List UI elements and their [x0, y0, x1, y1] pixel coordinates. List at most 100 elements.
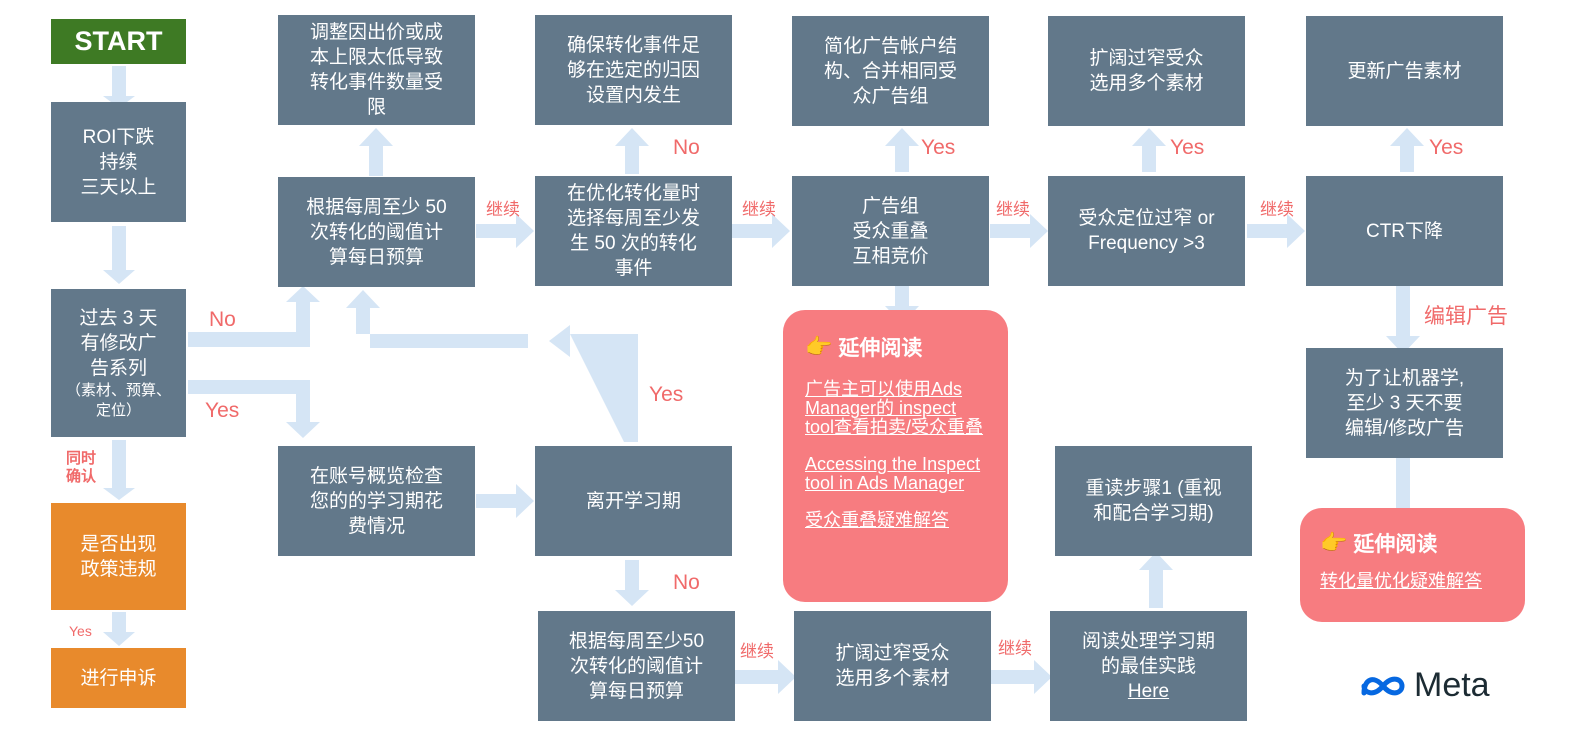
- edit-ad-label: 编辑广告: [1424, 305, 1508, 328]
- arrow-learning-to-exit: [476, 484, 534, 518]
- update-creative-node: 更新广告素材: [1306, 16, 1503, 126]
- confirm-label: 同时 确认: [66, 450, 97, 485]
- continue-label-6: 继续: [998, 639, 1032, 658]
- arrow-exit-to-budget-bottom: [615, 560, 649, 606]
- simplify-text: 简化广告帐户结 构、合并相同受 众广告组: [823, 35, 957, 107]
- callout-heading: 👉 延伸阅读: [805, 332, 986, 362]
- broaden-top-text: 扩阔过窄受众 选用多个素材: [1089, 48, 1204, 94]
- ctr-drop-node: CTR下降: [1306, 176, 1503, 286]
- roi-drop-text: ROI下跌 持续 三天以上: [80, 126, 157, 198]
- broaden-bottom-node: 扩阔过窄受众 选用多个素材: [794, 611, 991, 721]
- continue-label-2: 继续: [742, 200, 776, 219]
- policy-node: 是否出现 政策违规: [51, 503, 186, 610]
- audience-overlap-troubleshoot-link[interactable]: 受众重叠疑难解答: [805, 510, 949, 530]
- exit-learning-node: 离开学习期: [535, 446, 732, 556]
- arrow-narrow-to-broaden: [1132, 128, 1166, 172]
- adjust-bid-text: 调整因出价或成 本上限太低导致 转化事件数量受 限: [309, 22, 443, 118]
- narrow-node: 受众定位过窄 or Frequency >3: [1048, 176, 1245, 286]
- arrow-roi-to-modified: [103, 226, 135, 284]
- read-best-node: 阅读处理学习期 的最佳实践 Here: [1050, 611, 1247, 721]
- start-node: START: [51, 19, 186, 64]
- start-label: START: [74, 26, 163, 56]
- budget-bottom-node: 根据每周至少50 次转化的阈值计 算每日预算: [538, 611, 735, 721]
- pointing-hand-icon: 👉: [1320, 530, 1348, 555]
- reread-text: 重读步骤1 (重视 和配合学习期): [1085, 478, 1222, 524]
- ctr-further-reading-callout: 👉 延伸阅读 转化量优化疑难解答: [1300, 508, 1525, 622]
- accessing-inspect-tool-link[interactable]: Accessing the Inspect tool in Ads Manage…: [805, 454, 981, 493]
- arrow-modified-to-policy: [103, 440, 135, 500]
- conversion-optimization-troubleshoot-link[interactable]: 转化量优化疑难解答: [1320, 571, 1482, 591]
- callout-heading: 👉 延伸阅读: [1320, 528, 1505, 558]
- callout-heading-text: 延伸阅读: [838, 337, 923, 360]
- no-edit-node: 为了让机器学, 至少 3 天不要 编辑/修改广告: [1306, 348, 1503, 458]
- arrow-ctr-to-no-edit: [1386, 278, 1420, 354]
- arrow-loop-to-budget-top: [346, 290, 528, 348]
- arrow-exit-loop-upper: [624, 334, 638, 442]
- learning-spend-node: 在账号概览检查 您的的学习期花 费情况: [278, 446, 475, 556]
- arrow-read-to-reread: [1139, 552, 1173, 608]
- arrow-ctr-to-update: [1390, 128, 1424, 172]
- roi-drop-node: ROI下跌 持续 三天以上: [51, 102, 186, 222]
- exit-learning-text: 离开学习期: [585, 490, 681, 512]
- arrow-yes-to-learning-spend: [188, 380, 320, 438]
- yes-label-overlap: Yes: [921, 136, 956, 159]
- yes-label-ctr: Yes: [1429, 136, 1464, 159]
- optimize-event-node: 在优化转化量时 选择每周至少发 生 50 次的转化 事件: [535, 176, 732, 286]
- no-label-modified: No: [209, 308, 236, 331]
- optimize-event-text: 在优化转化量时 选择每周至少发 生 50 次的转化 事件: [566, 183, 700, 279]
- meta-logo: Meta: [1358, 666, 1490, 705]
- arrow-policy-to-appeal: [103, 612, 135, 646]
- ensure-event-node: 确保转化事件足 够在选定的归因 设置内发生: [535, 15, 732, 125]
- arrow-broaden-to-read: [990, 660, 1052, 694]
- simplify-node: 简化广告帐户结 构、合并相同受 众广告组: [792, 16, 989, 126]
- inspect-tool-link[interactable]: 广告主可以使用Ads Manager的 inspect tool查看拍卖/受众重…: [805, 379, 984, 437]
- modified-note: （素材、预算、 定位）: [65, 381, 171, 419]
- arrow-optimize-to-ensure: [615, 128, 649, 174]
- broaden-bottom-text: 扩阔过窄受众 选用多个素材: [835, 643, 950, 689]
- modified-node: 过去 3 天 有修改广 告系列 （素材、预算、 定位）: [51, 289, 186, 437]
- budget-top-text: 根据每周至少 50 次转化的阈值计 算每日预算: [306, 196, 447, 268]
- meta-infinity-icon: [1361, 676, 1405, 695]
- arrow-no-edit-to-callout: [1386, 440, 1420, 528]
- arrow-narrow-to-ctr: [1247, 214, 1305, 248]
- no-label-optimize: No: [673, 136, 700, 159]
- overlap-text: 广告组 受众重叠 互相竞价: [852, 195, 929, 267]
- appeal-node: 进行申诉: [51, 648, 186, 708]
- learning-spend-text: 在账号概览检查 您的的学习期花 费情况: [309, 465, 443, 537]
- yes-label-modified: Yes: [205, 399, 240, 422]
- callout-heading-text: 延伸阅读: [1353, 533, 1438, 556]
- reread-node: 重读步骤1 (重视 和配合学习期): [1055, 446, 1252, 556]
- arrow-budget-to-optimize: [476, 214, 534, 248]
- broaden-top-node: 扩阔过窄受众 选用多个素材: [1048, 16, 1245, 126]
- yes-label-narrow: Yes: [1170, 136, 1205, 159]
- arrow-budget-to-adjust: [359, 128, 393, 176]
- budget-top-node: 根据每周至少 50 次转化的阈值计 算每日预算: [278, 177, 475, 287]
- appeal-text: 进行申诉: [80, 667, 157, 689]
- policy-text: 是否出现 政策违规: [80, 533, 157, 580]
- ctr-drop-text: CTR下降: [1365, 220, 1444, 242]
- continue-label-3: 继续: [996, 200, 1030, 219]
- continue-label-1: 继续: [486, 200, 520, 219]
- arrow-overlap-to-simplify: [885, 128, 919, 172]
- update-creative-text: 更新广告素材: [1347, 60, 1462, 82]
- yes-label-policy: Yes: [69, 623, 92, 639]
- modified-text: 过去 3 天 有修改广 告系列: [79, 307, 158, 379]
- meta-wordmark: Meta: [1414, 666, 1490, 704]
- budget-bottom-text: 根据每周至少50 次转化的阈值计 算每日预算: [568, 630, 705, 702]
- continue-label-4: 继续: [1260, 200, 1294, 219]
- continue-label-5: 继续: [740, 642, 774, 661]
- arrow-overlap-to-narrow: [990, 214, 1048, 248]
- overlap-node: 广告组 受众重叠 互相竞价: [792, 176, 989, 286]
- read-best-text: 阅读处理学习期 的最佳实践: [1081, 630, 1215, 677]
- arrow-budget-bottom-to-broaden: [734, 660, 796, 694]
- pointing-hand-icon: 👉: [805, 334, 833, 359]
- arrow-no-to-budget: [188, 286, 320, 347]
- read-best-here-link[interactable]: Here: [1127, 680, 1170, 702]
- overlap-further-reading-callout: 👉 延伸阅读 广告主可以使用Ads Manager的 inspect tool查…: [783, 310, 1008, 602]
- arrow-optimize-to-overlap: [732, 214, 790, 248]
- arrow-start-to-roi: [103, 66, 135, 108]
- no-label-exit: No: [673, 571, 700, 594]
- narrow-text: 受众定位过窄 or Frequency >3: [1078, 208, 1215, 254]
- no-edit-text: 为了让机器学, 至少 3 天不要 编辑/修改广告: [1344, 367, 1465, 439]
